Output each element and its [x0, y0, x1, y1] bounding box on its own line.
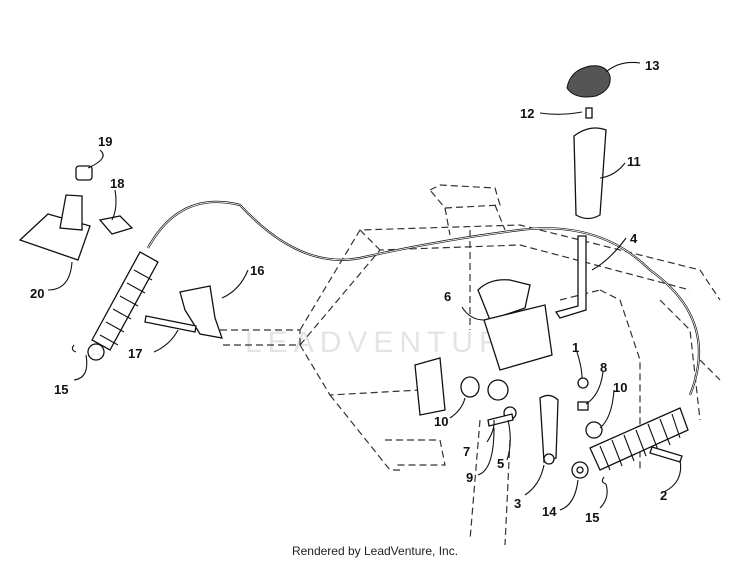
callout-9: 9	[466, 470, 473, 485]
callout-15-right: 15	[585, 510, 599, 525]
vehicle-frame	[220, 184, 721, 546]
callout-8: 8	[600, 360, 607, 375]
callout-10-left: 10	[434, 414, 448, 429]
bracket-16	[179, 285, 223, 339]
callout-7: 7	[463, 444, 470, 459]
plate-18	[98, 215, 134, 235]
boot-20	[18, 194, 91, 261]
callout-14: 14	[542, 504, 557, 519]
callout-20: 20	[30, 286, 44, 301]
callout-18: 18	[110, 176, 124, 191]
footer-credit: Rendered by LeadVenture, Inc.	[291, 544, 459, 558]
shift-cable	[147, 200, 701, 396]
callout-13: 13	[645, 58, 659, 73]
bolt-2	[649, 446, 683, 463]
clip-15-left	[71, 344, 77, 353]
mount-plate	[414, 357, 446, 416]
shift-boot	[573, 127, 607, 220]
clip-15-right	[601, 476, 607, 485]
callout-6: 6	[444, 289, 451, 304]
bushings	[460, 376, 603, 439]
callout-19: 19	[98, 134, 112, 149]
leader-lines	[47, 61, 682, 511]
watermark-text: LEADVENTURE	[245, 326, 533, 359]
callout-3: 3	[514, 496, 521, 511]
cap-19	[75, 165, 93, 181]
knob-screw	[585, 107, 593, 119]
lower-arm	[539, 394, 559, 465]
callout-4: 4	[630, 231, 638, 246]
bolt-17	[144, 315, 197, 333]
left-spring	[87, 251, 159, 361]
callout-2: 2	[660, 488, 667, 503]
callout-labels: 13 12 11 4 6 1 8 10 10 7 5 9 3 14 15 2 1…	[30, 58, 667, 525]
shift-knob	[566, 65, 611, 98]
callout-10-right: 10	[613, 380, 627, 395]
callout-16: 16	[250, 263, 264, 278]
callout-5: 5	[497, 456, 504, 471]
washer-14	[571, 461, 589, 479]
callout-12: 12	[520, 106, 534, 121]
callout-11: 11	[627, 154, 641, 169]
shifter-bracket	[477, 279, 553, 371]
shift-lever	[554, 235, 587, 319]
right-spring	[589, 407, 689, 471]
callout-17: 17	[128, 346, 142, 361]
callout-1: 1	[572, 340, 579, 355]
callout-15-left: 15	[54, 382, 68, 397]
